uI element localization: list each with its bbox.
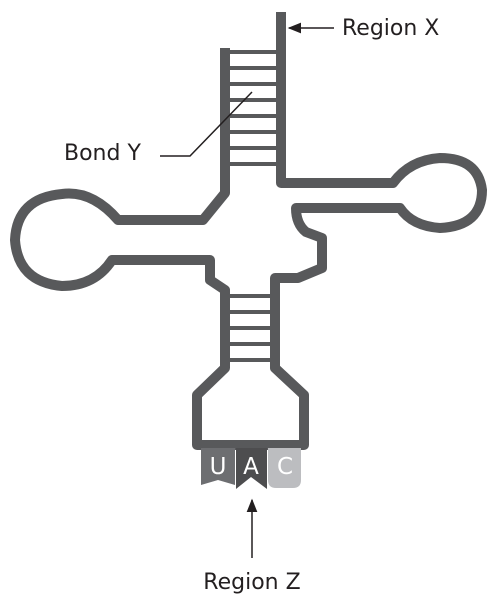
base-u-label: U	[210, 454, 227, 480]
base-a-label: A	[243, 454, 259, 480]
base-c-shape	[268, 448, 301, 488]
acceptor-strand-right	[270, 12, 487, 305]
bond-y-label: Bond Y	[64, 141, 141, 166]
region-z-label: Region Z	[203, 570, 300, 595]
anticodon-stem-bonds	[228, 294, 272, 362]
base-c-label: C	[277, 454, 293, 480]
base-u-shape	[201, 448, 235, 485]
bond-y-leader	[160, 91, 253, 157]
anticodon: U A C	[201, 448, 301, 489]
anticodon-arm	[192, 305, 309, 450]
region-x-label: Region X	[342, 16, 439, 41]
acceptor-strand-left	[10, 48, 230, 305]
base-a-shape	[236, 448, 267, 489]
acceptor-stem-bonds	[228, 50, 278, 166]
trna-strand	[10, 12, 487, 450]
